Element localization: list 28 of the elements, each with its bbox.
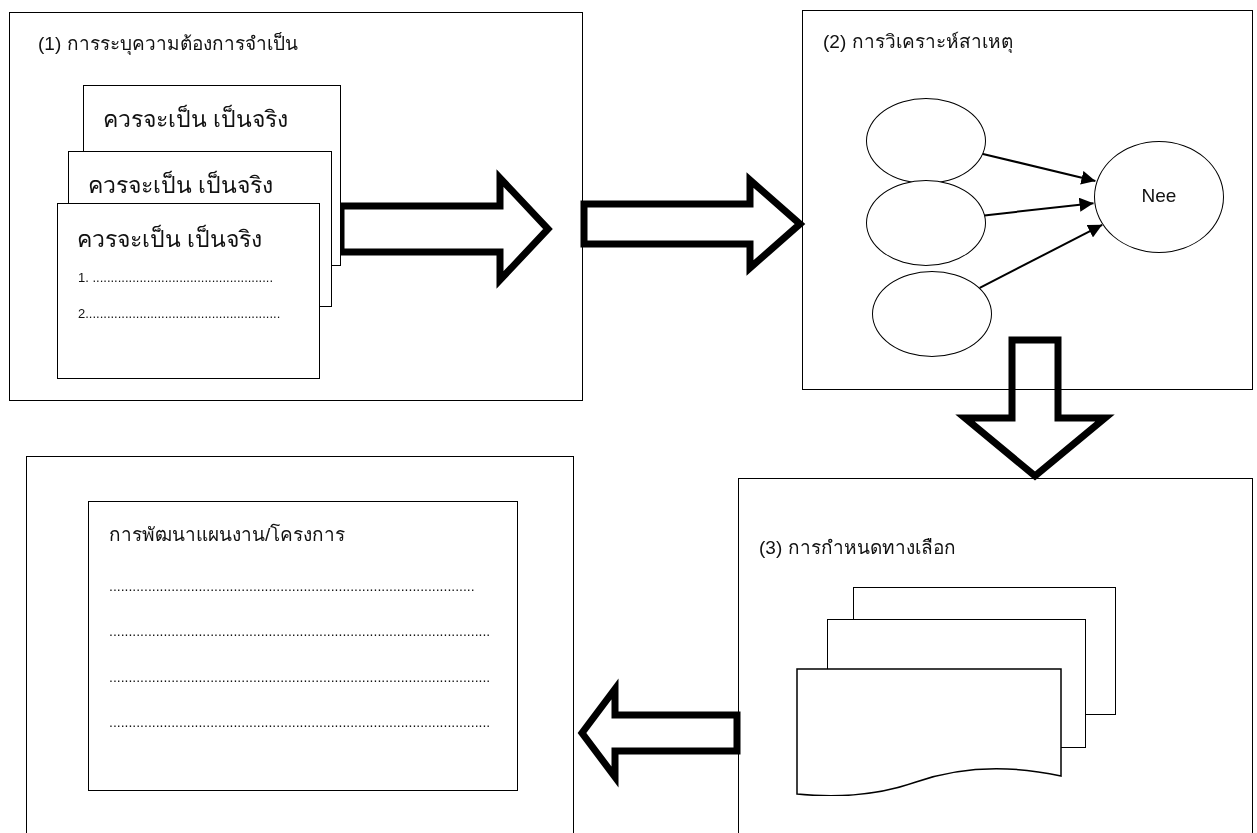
card-heading: ควรจะเป็น เป็นจริง: [77, 226, 263, 254]
dotted-line: ..............................................................................................: [109, 578, 475, 595]
panel-heading: (1) การระบุความต้องการจำเป็น: [38, 33, 298, 56]
note-card: [68, 151, 332, 203]
card-heading: ควรจะเป็น เป็นจริง: [103, 106, 289, 134]
note-card: [57, 203, 320, 379]
block-arrow: [577, 678, 741, 788]
plan-box: [88, 501, 518, 791]
card-heading: การพัฒนาแผนงาน/โครงการ: [109, 524, 346, 547]
step-panel: [802, 10, 1253, 390]
document-shape: [796, 668, 1062, 796]
step-panel: [9, 12, 583, 401]
dotted-line: ..................................................................................................: [109, 669, 491, 686]
step-panel: [738, 478, 1253, 833]
block-arrow: [955, 336, 1115, 481]
dotted-line: ..................................................................................................: [109, 714, 491, 731]
ellipse-label: Nee: [1140, 184, 1178, 208]
step-panel: [26, 456, 574, 833]
arrow: [983, 197, 1095, 217]
note-card: [83, 85, 341, 151]
arrow: [978, 223, 1104, 289]
dotted-line: ..................................................................................................: [109, 623, 491, 640]
panel-heading: (3) การกำหนดทางเลือก: [759, 537, 956, 560]
dotted-line: 2......................................................: [78, 306, 281, 322]
card-heading: ควรจะเป็น เป็นจริง: [88, 172, 274, 200]
dotted-line: 1. ..................................................: [78, 270, 274, 286]
panel-heading: (2) การวิเคราะห์สาเหตุ: [823, 31, 1013, 54]
block-arrow: [580, 172, 806, 276]
